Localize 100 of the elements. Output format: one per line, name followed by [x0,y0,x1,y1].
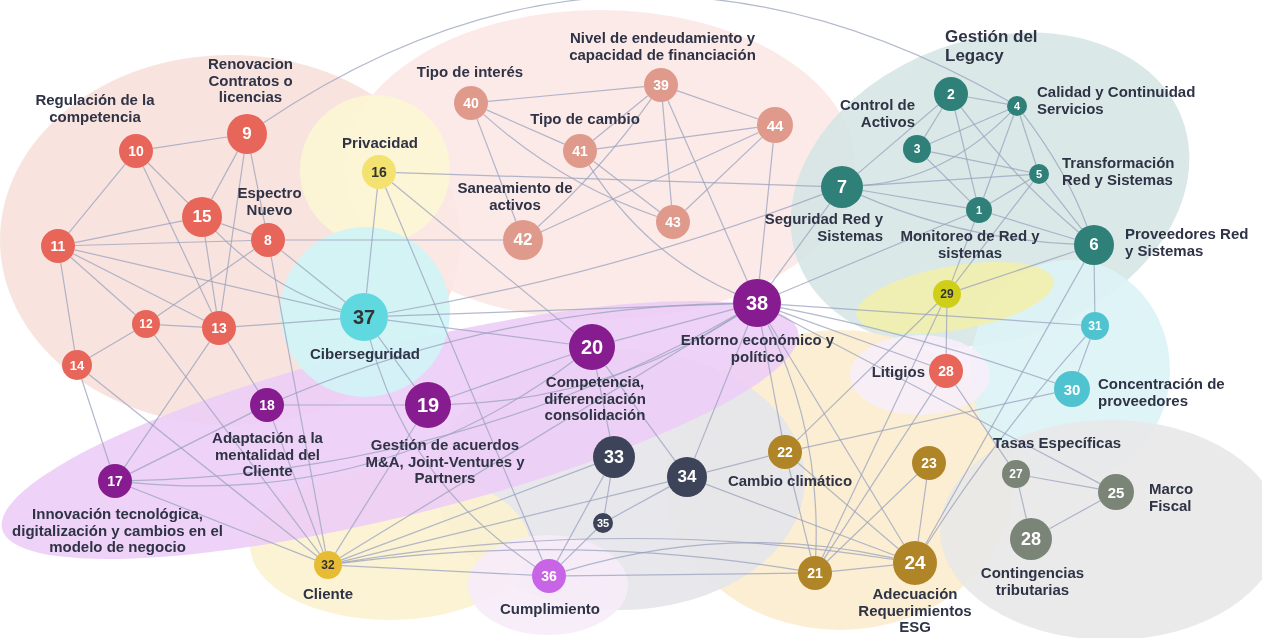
connector-line [780,304,1082,326]
connector-line [89,330,135,358]
connector-line [129,412,253,474]
connector-line [1019,114,1037,166]
connector-line [862,189,967,209]
connector-line [387,193,823,314]
connector-line [449,354,571,398]
connector-line [930,151,1030,173]
connector-line [341,537,894,564]
connector-line [990,213,1076,240]
connector-line [592,160,661,213]
node-caption: Competencia, diferenciación consolidación [543,374,647,424]
connector-line [72,253,205,321]
connector-line [917,479,928,542]
connector-line [68,163,126,234]
node-caption: Contingencias tributarias [979,565,1086,598]
node-caption: Adecuación Requerimientos ESG [857,586,973,636]
connector-line [926,158,971,202]
connector-line [588,164,736,294]
connector-line [770,203,831,285]
connector-line [215,230,342,311]
node-caption: Cliente [302,586,354,603]
connector-line [929,109,1009,145]
node-caption: Cambio climático [726,473,854,490]
connector-line [387,303,734,317]
connector-line [613,308,735,342]
connector-line [779,310,931,366]
connector-line [395,172,822,187]
connector-line [611,486,671,519]
connector-line [220,153,245,312]
connector-line [705,483,895,556]
connector-line [340,463,595,561]
connector-line [81,378,111,466]
connector-line [767,323,817,557]
connector-line [801,392,1055,449]
connector-line [1048,500,1101,530]
node-caption: Concentración de proveedores [1098,376,1226,409]
connector-line [124,341,210,468]
connector-line [227,341,259,392]
connector-line [60,262,76,351]
connector-line [778,214,968,295]
connector-line [705,455,770,473]
connector-line [365,188,378,294]
connector-line [377,335,416,387]
connector-line [604,477,612,514]
node-caption: Ciberseguridad [309,346,421,363]
node-caption: Espectro Nuevo [236,185,303,218]
connector-line [341,565,533,576]
connector-line [235,318,341,328]
node-caption: Calidad y Continuidad Servicios [1037,84,1197,117]
node-caption: Transformación Red y Sistemas [1062,155,1176,188]
connector-line [385,187,543,561]
node-caption: Gestión de acuerdos M&A, Joint-Ventures y Partners [365,437,525,487]
connector-line [923,107,943,138]
connector-line [954,109,977,198]
connector-line [220,223,253,235]
node-caption: Innovación tecnológica, digitalización y cambios en el modelo de negocio [11,506,224,556]
connector-line [284,239,504,241]
connector-line [147,162,189,204]
node-caption: Renovacion Contratos o licencias [207,56,294,106]
connector-line [74,239,252,247]
node-caption: Seguridad Red y Sistemas [763,211,883,244]
connector-line [596,126,758,150]
node-caption: Tipo de cambio [529,111,641,128]
connector-line [250,153,266,224]
connector-line [684,136,763,211]
connector-line [676,90,759,120]
connector-line [857,104,939,174]
connector-line [960,107,1080,233]
connector-line [280,250,346,303]
connector-line [152,136,228,149]
connector-line [760,326,783,436]
connector-line [951,221,975,282]
node-caption: Litigios [870,364,925,381]
connector-line [860,194,1075,245]
group-heading: Gestión del Legacy [945,28,1039,66]
connector-line [131,314,737,482]
node-caption: Marco Fiscal [1149,481,1195,514]
connector-line [1044,181,1083,230]
connector-line [486,109,565,145]
connector-line [156,249,255,317]
connector-line [862,112,1011,186]
node-caption: Entorno económico y político [679,332,836,365]
connector-line [826,474,918,562]
connector-line [131,360,575,487]
connector-line [1029,475,1099,490]
connector-line [540,131,760,233]
connector-line [768,322,905,545]
connector-line [925,261,1085,545]
connector-line [955,384,1009,463]
connector-line [661,101,673,206]
connector-line [959,250,1076,291]
connector-line [954,181,1034,284]
connector-line [159,324,203,328]
connector-line [487,86,645,102]
connector-line [693,324,749,459]
node-caption: Proveedores Red y Sistemas [1125,226,1250,259]
connector-line [780,307,1056,384]
connector-line [1077,338,1091,373]
connector-line [989,178,1031,204]
